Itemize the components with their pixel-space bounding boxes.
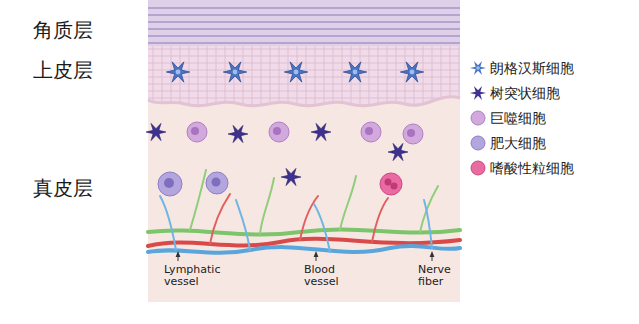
legend-text: 树突状细胞 xyxy=(490,84,560,102)
mast-cells xyxy=(158,172,228,196)
legend-text: 嗜酸性粒细胞 xyxy=(490,159,574,177)
layer-label: 角质层 xyxy=(33,18,93,42)
layer-label: 上皮层 xyxy=(33,58,93,82)
leader-arrows xyxy=(178,254,432,261)
eosinophil xyxy=(380,173,402,195)
vessel-label: Nerve fiber xyxy=(418,264,454,288)
layer-label: 真皮层 xyxy=(33,176,93,200)
legend-icons xyxy=(470,61,486,175)
corneum-lines xyxy=(148,8,460,43)
basement-line xyxy=(148,97,460,106)
legend-text: 肥大细胞 xyxy=(490,134,546,152)
dendritic-cells xyxy=(146,123,408,185)
epidermis xyxy=(148,46,460,106)
legend-text: 巨噬细胞 xyxy=(490,109,546,127)
langerhans-cells xyxy=(166,62,423,82)
vessels xyxy=(148,170,460,253)
macrophages xyxy=(187,122,423,144)
langerhans-nuclei xyxy=(176,70,415,75)
vessel-label: Lymphatic vessel xyxy=(164,264,222,288)
stratum-corneum xyxy=(148,0,460,46)
legend-text: 朗格汉斯细胞 xyxy=(490,59,574,77)
vessel-label: Blood vessel xyxy=(304,264,344,288)
dermis xyxy=(148,0,460,302)
